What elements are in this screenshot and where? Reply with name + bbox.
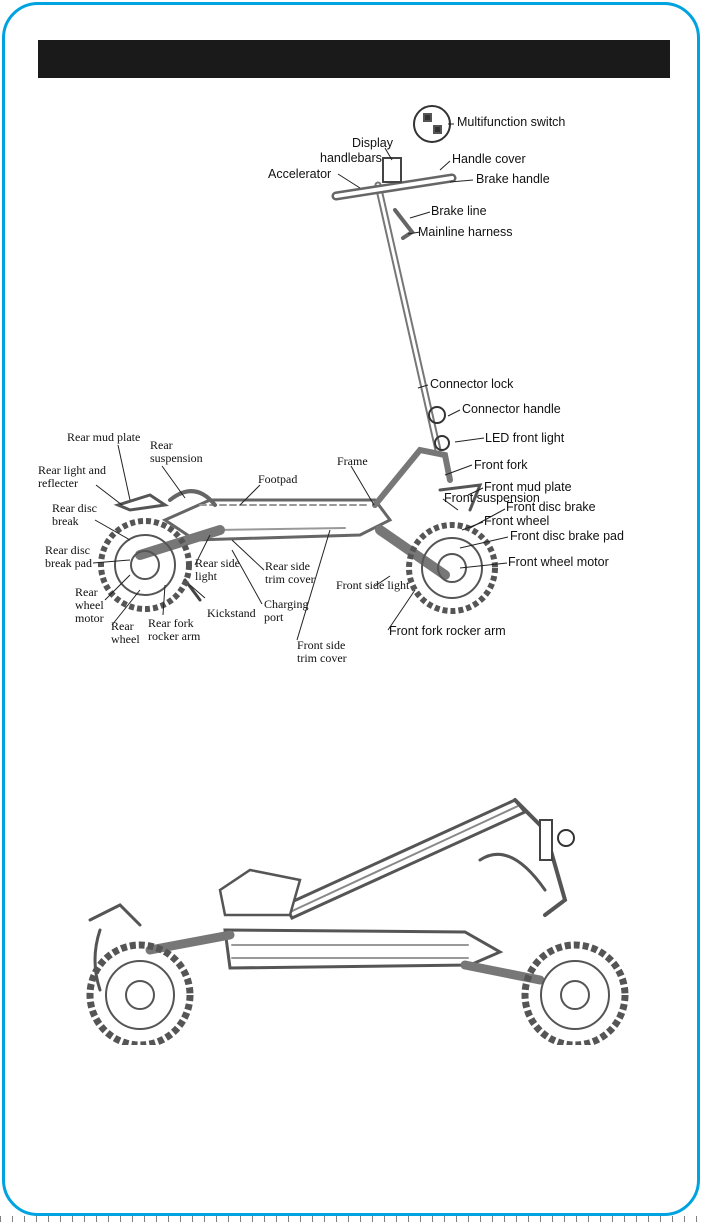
label-rear-side-light: Rear side light — [195, 556, 240, 583]
label-display: Display — [352, 136, 393, 150]
label-rear-mud-plate: Rear mud plate — [67, 430, 141, 444]
label-rear-wheel-motor: Rear wheel motor — [75, 585, 104, 625]
label-connector-handle: Connector handle — [462, 402, 561, 416]
label-front-wheel-motor: Front wheel motor — [508, 555, 609, 569]
label-led-front-light: LED front light — [485, 431, 565, 445]
label-front-fork-rocker-arm: Front fork rocker arm — [389, 624, 506, 638]
label-front-side-light: Front side light — [336, 578, 410, 592]
label-rear-disc-break: Rear disc break — [52, 501, 97, 528]
label-handlebars: handlebars — [320, 151, 382, 165]
label-rear-suspension: Rear suspension — [150, 438, 203, 465]
label-front-side-trim-cover: Front side trim cover — [297, 638, 347, 665]
label-frame: Frame — [337, 454, 368, 468]
label-brake-line: Brake line — [431, 204, 487, 218]
label-accelerator: Accelerator — [268, 167, 332, 181]
label-rear-wheel: Rear wheel — [111, 619, 140, 646]
label-brake-handle: Brake handle — [476, 172, 550, 186]
label-front-mud-plate: Front mud plate — [484, 480, 572, 494]
label-rear-side-trim-cover: Rear side trim cover — [265, 559, 315, 586]
label-mainline-harness: Mainline harness — [418, 225, 513, 239]
label-front-suspension: Front suspension — [444, 491, 540, 505]
header-bar — [38, 40, 670, 78]
label-charging-port: Charging port — [264, 597, 309, 624]
label-kickstand: Kickstand — [207, 606, 256, 620]
label-multifunction-switch: Multifunction switch — [457, 115, 566, 129]
label-front-disc-brake-pad: Front disc brake pad — [510, 529, 624, 543]
label-rear-light-and-reflecter: Rear light and reflecter — [38, 463, 106, 490]
label-connector-lock: Connector lock — [430, 377, 514, 391]
bottom-scale-marks — [0, 1216, 706, 1222]
label-front-fork: Front fork — [474, 458, 528, 472]
label-handle-cover: Handle cover — [452, 152, 526, 166]
label-front-disc-brake: Front disc brake — [506, 500, 596, 514]
label-front-wheel: Front wheel — [484, 514, 550, 528]
label-rear-fork-rocker-arm: Rear fork rocker arm — [148, 616, 201, 643]
label-footpad: Footpad — [258, 472, 298, 486]
label-rear-disc-break-pad: Rear disc break pad — [45, 543, 92, 570]
